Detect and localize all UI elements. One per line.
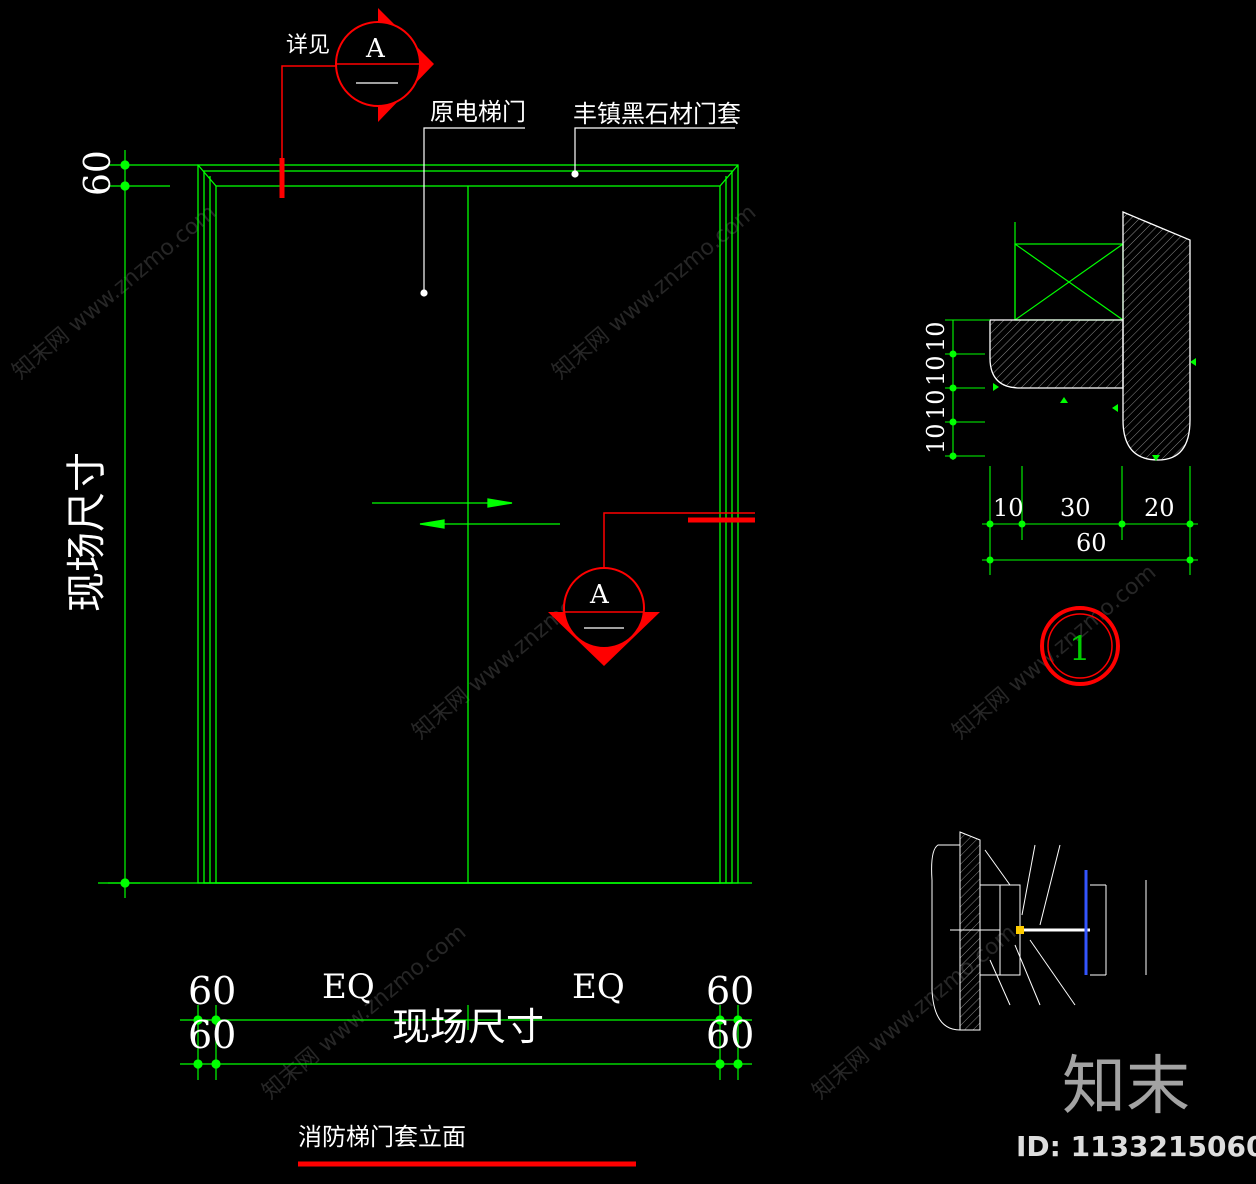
section-symbol-top [279,8,434,198]
drawing-title: 消防梯门套立面 [298,1123,466,1151]
callout-frame-leader [571,127,735,178]
section-letter-mid: A [589,580,610,610]
detail1-dim-total: 60 [1076,529,1107,557]
dim-bottom-chains [180,1005,752,1080]
detail1-dim-v4: 10 [922,423,950,454]
detail1-dim-h1: 10 [993,494,1024,522]
detail-number: 1 [1069,629,1091,669]
dim-eq-left: EQ [322,967,375,1007]
watermark-text: 知末网 www.znzmo.com [808,920,1021,1105]
dim-bottom-right-60b: 60 [706,1013,754,1057]
door-frame [98,164,752,884]
detail1-dim-v1: 10 [922,321,950,352]
callout-door-text: 原电梯门 [430,98,526,126]
dim-vertical-left [108,150,198,898]
detail1-dim-v3: 10 [922,389,950,420]
section-letter-top: A [365,34,386,64]
callout-door-leader [420,127,525,297]
detail1-dim-h3: 20 [1144,494,1175,522]
detail1-dim-v2: 10 [922,355,950,386]
dim-bottom-left-60a: 60 [188,969,236,1013]
detail-ref-label: 详见 [286,33,330,58]
dim-label-vertical-site: 现场尺寸 [64,452,110,612]
detail-fixing [931,831,1147,1031]
watermark-text: 知末网 www.znzmo.com [8,200,221,385]
door-arrows [372,498,560,529]
watermark-id: ID: 1133215060 [1016,1130,1256,1163]
detail-1-section [945,211,1198,686]
dim-bottom-site-text: 现场尺寸 [392,1005,544,1049]
callout-frame-text: 丰镇黑石材门套 [573,100,741,128]
watermark-text: 知末网 www.znzmo.com [548,200,761,385]
section-symbol-mid [548,512,755,666]
dim-bottom-right-60a: 60 [706,969,754,1013]
dim-bottom-left-60b: 60 [188,1013,236,1057]
watermark-text: 知末网 www.znzmo.com [948,560,1161,745]
dim-eq-right: EQ [572,967,625,1007]
detail1-dim-h2: 30 [1060,494,1091,522]
dim-label-top-60: 60 [78,150,119,196]
watermark-brand: 知末 [1062,1050,1190,1124]
